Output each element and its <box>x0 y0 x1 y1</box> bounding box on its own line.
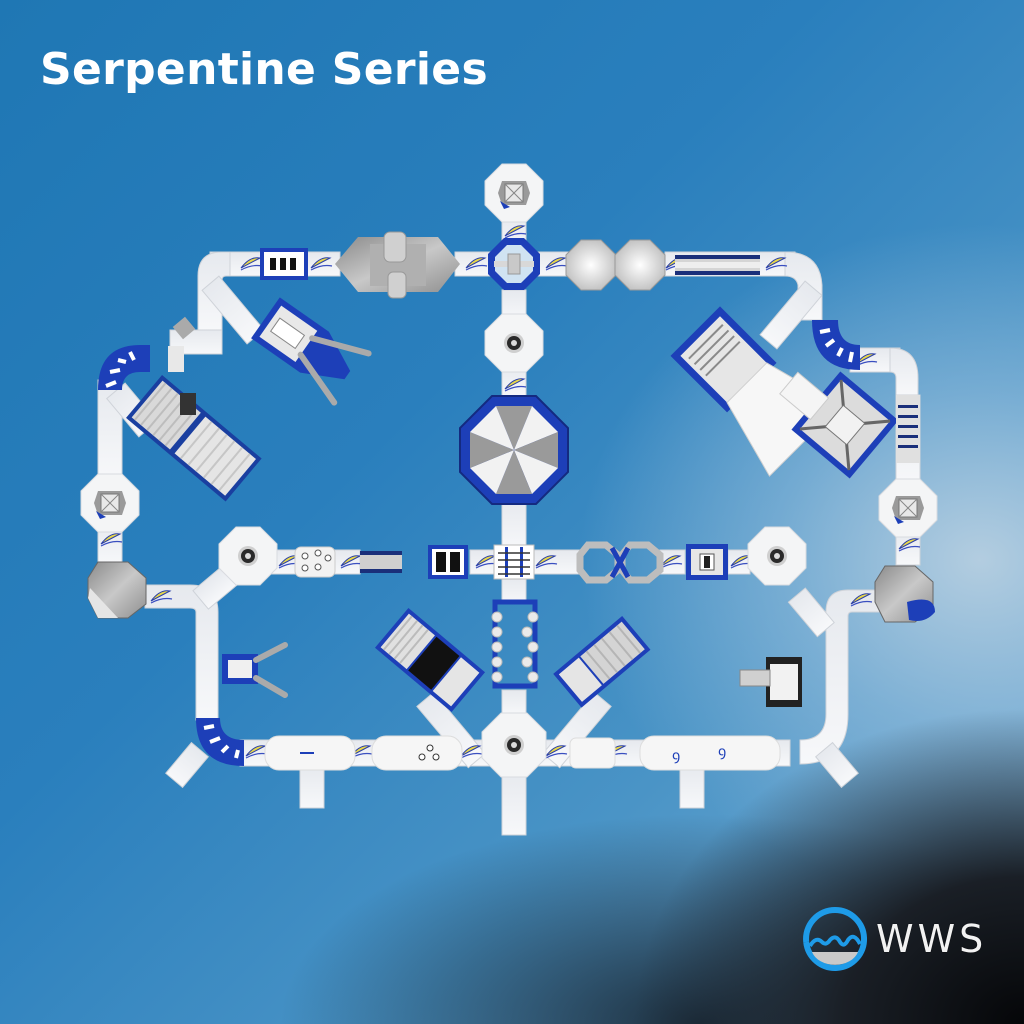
left-step-block <box>168 346 184 372</box>
mid-striped-tube <box>360 551 402 573</box>
striped-tube-module <box>675 255 760 275</box>
right-pyramid-climber <box>779 371 899 479</box>
brand-logo-text: WWS <box>876 917 988 961</box>
right-grey-hex-module <box>874 565 935 623</box>
mid-right-pad-octagon <box>747 526 807 586</box>
grey-fortress-module <box>335 231 460 299</box>
left-grey-hex-module <box>87 561 147 619</box>
lower-left-ribbed-slide <box>374 607 486 713</box>
left-tower-octagon <box>80 473 140 533</box>
bottom-dice-pillow <box>371 735 463 771</box>
twin-dome-octagons <box>565 239 666 291</box>
bottom-logo-pillow: ꝯ ꝯ <box>639 735 781 771</box>
central-umbrella-dome <box>459 395 569 505</box>
wave-circle-icon <box>803 907 868 971</box>
center-net-module <box>493 544 535 580</box>
svg-text:ꝯ: ꝯ <box>672 748 680 764</box>
bottom-pillow-right <box>569 737 616 769</box>
ladder-frame-obstacle <box>491 599 539 689</box>
svg-text:ꝯ: ꝯ <box>718 744 726 760</box>
blue-octagon-hub <box>488 238 540 290</box>
left-blue-curve-steps <box>98 345 150 390</box>
ladder-module-top <box>260 248 308 280</box>
double-octagon-frame <box>576 541 664 584</box>
square-box-climber <box>686 544 728 580</box>
left-small-slide <box>222 642 288 698</box>
brand-logo: WWS <box>802 906 987 972</box>
left-ribbed-slide <box>126 374 262 502</box>
center-pad-octagon <box>484 313 544 373</box>
right-small-climber <box>739 657 802 707</box>
bottom-hub-octagon <box>481 712 547 778</box>
right-blue-curve-steps <box>812 320 860 370</box>
lower-right-ribbed-slide <box>553 616 651 708</box>
lower-left-blue-curve-steps <box>196 718 244 766</box>
left-climbing-slide <box>251 297 372 406</box>
page-title: Serpentine Series <box>40 44 488 95</box>
right-striped-ladder <box>896 395 920 463</box>
top-tower-octagon <box>484 163 544 223</box>
dice-block-module <box>294 546 336 578</box>
double-door-module <box>428 545 468 579</box>
left-grey-block <box>172 316 196 340</box>
right-tower-octagon <box>878 478 938 538</box>
mid-left-pad-octagon <box>218 526 278 586</box>
bottom-pillow-left <box>264 735 356 771</box>
